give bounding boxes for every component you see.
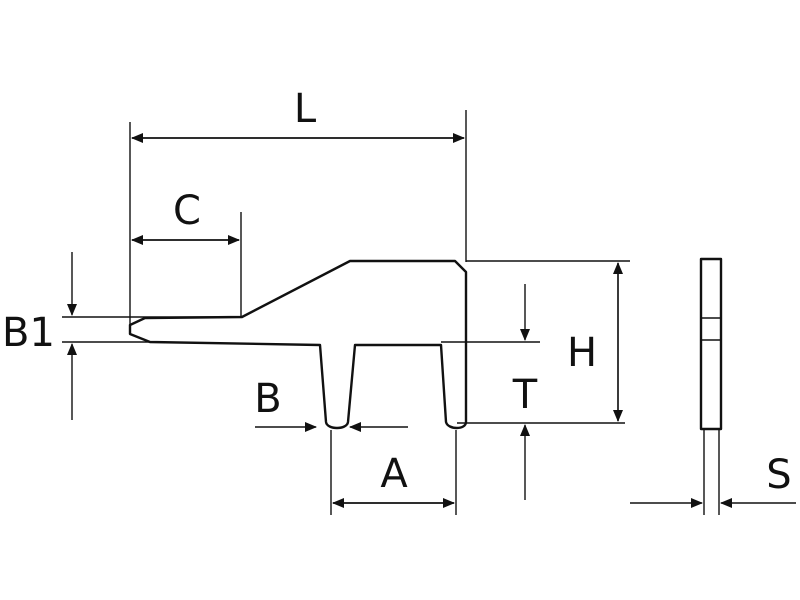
dimension-C: C	[131, 188, 242, 318]
label-S: S	[766, 452, 791, 498]
label-H: H	[567, 330, 597, 376]
dimension-T: T	[441, 284, 625, 500]
label-B1: B1	[2, 310, 55, 356]
label-B: B	[254, 376, 281, 422]
dimension-L: L	[129, 86, 467, 325]
dimension-B1: B1	[2, 252, 242, 420]
label-L: L	[294, 86, 317, 132]
terminal-outline	[128, 259, 468, 430]
terminal-side-view	[699, 257, 723, 515]
dimension-A: A	[330, 430, 457, 515]
dimension-H: H	[466, 260, 630, 422]
label-C: C	[173, 188, 201, 234]
label-T: T	[512, 372, 538, 418]
dimension-S: S	[630, 452, 796, 508]
label-A: A	[380, 451, 408, 497]
dimension-B: B	[254, 376, 408, 432]
